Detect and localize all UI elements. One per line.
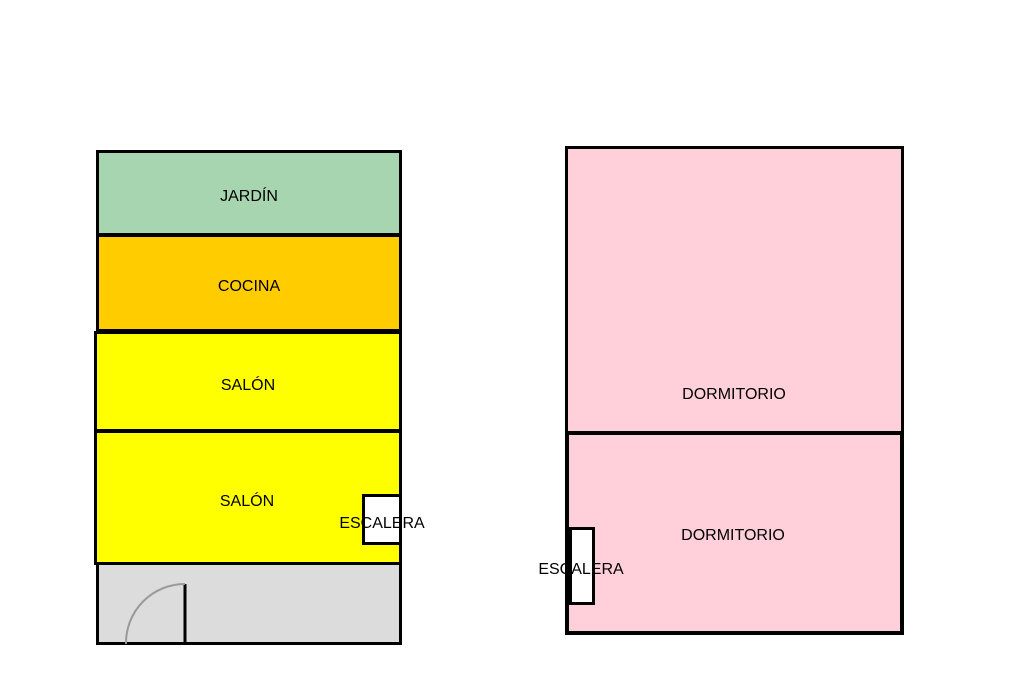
stairs-ground-label: ESCALERA	[339, 515, 425, 532]
kitchen-label: COCINA	[217, 278, 281, 295]
bedroom-upper-label: DORMITORIO	[682, 386, 786, 403]
garden-label: JARDÍN	[220, 188, 278, 205]
stairs-upper-label: ESCALERA	[538, 561, 624, 578]
living-lower-label: SALÓN	[219, 493, 275, 510]
stairs-upper-floor	[569, 527, 595, 605]
entry-room	[96, 562, 402, 645]
stairs-ground-floor	[362, 494, 402, 545]
kitchen-room	[96, 234, 402, 332]
bedroom-upper-room	[565, 146, 904, 434]
bedroom-lower-label: DORMITORIO	[681, 527, 785, 544]
living-upper-label: SALÓN	[220, 377, 276, 394]
door-swing-icon	[124, 583, 187, 645]
bedroom-lower-room	[565, 431, 904, 635]
